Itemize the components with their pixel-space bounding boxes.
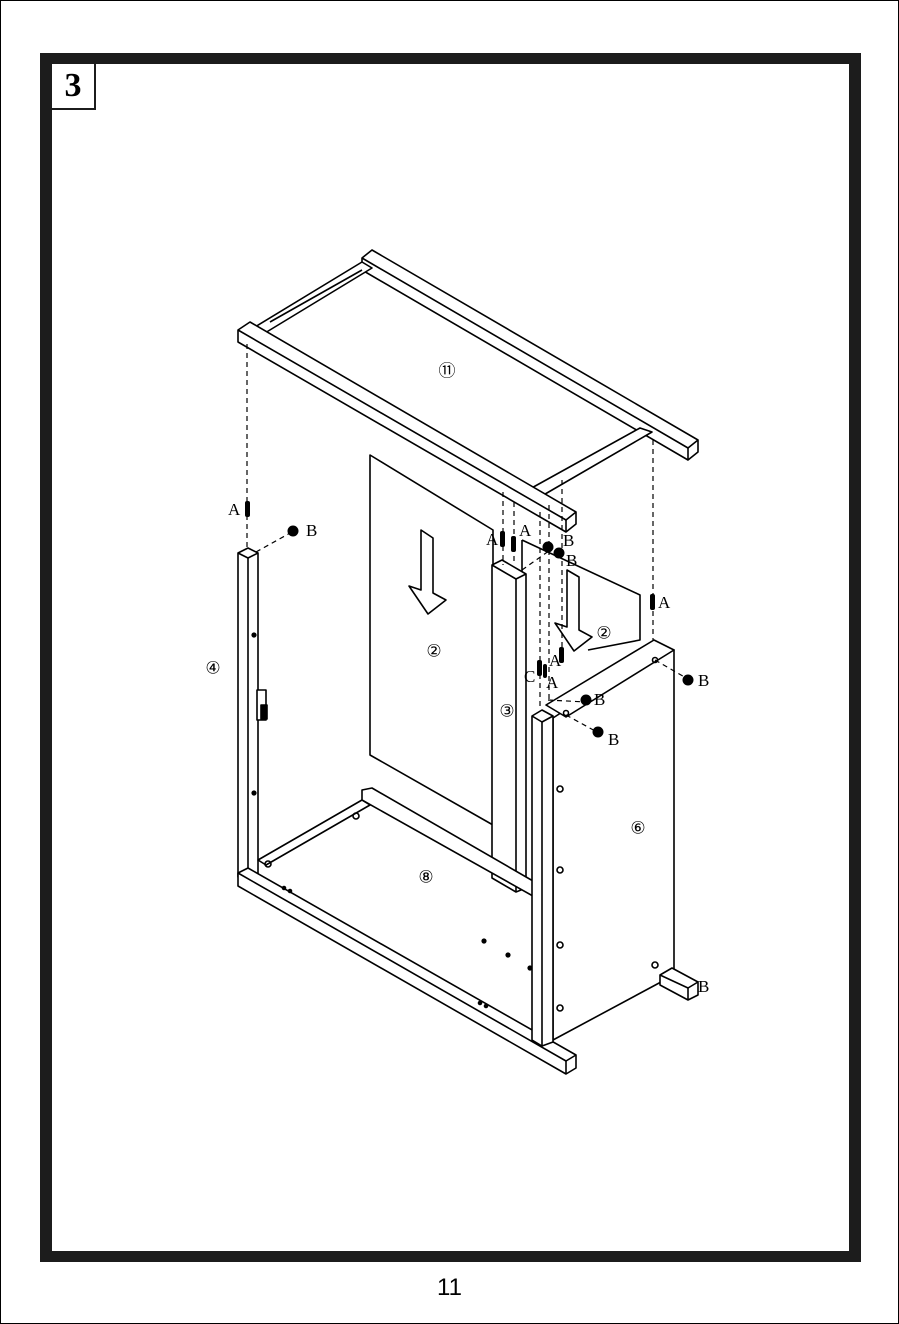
part-label-back-panel: ②	[426, 642, 441, 661]
hardware-label-b: B	[698, 977, 709, 996]
hardware-label-b: B	[566, 551, 577, 570]
part-label-left-side: ④	[205, 659, 220, 678]
page-number: 11	[0, 1274, 899, 1302]
part-label-right-side: ⑥	[630, 819, 645, 838]
hardware-label-a: A	[549, 651, 562, 670]
part-label-divider: ③	[499, 702, 514, 721]
left-side	[238, 548, 267, 882]
hardware-label-b: B	[594, 690, 605, 709]
part-label-back-panel-right: ②	[596, 624, 611, 643]
hardware-label-a: A	[546, 673, 559, 692]
hardware-label-b: B	[608, 730, 619, 749]
part-label-bottom-frame: ⑧	[418, 868, 433, 887]
hardware-label-b: B	[563, 531, 574, 550]
hardware-label-b: B	[306, 521, 317, 540]
down-arrow-right	[555, 570, 592, 651]
part-label-top-frame: ⑪	[439, 362, 456, 381]
hardware-label-a: A	[486, 530, 499, 549]
hardware-label-a: A	[658, 593, 671, 612]
hardware-label-a: A	[228, 500, 241, 519]
right-side	[532, 640, 698, 1046]
top-frame	[238, 250, 698, 532]
hardware-label-b: B	[698, 671, 709, 690]
hardware-label-c: C	[524, 667, 535, 686]
hardware-label-a: A	[519, 521, 532, 540]
divider	[492, 560, 526, 892]
